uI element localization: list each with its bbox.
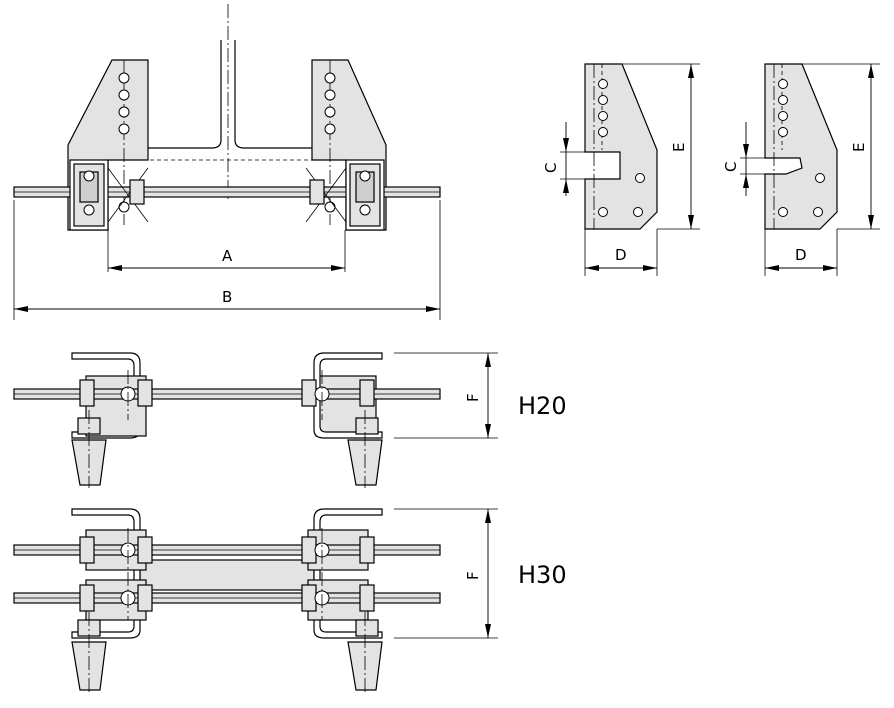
h30-side-view: F H30 (13, 508, 567, 694)
h20-side-view: F H20 (13, 352, 567, 488)
dim-b-label: B (222, 288, 232, 306)
variant-h30-label: H30 (518, 561, 567, 589)
top-view: A B (13, 4, 441, 320)
dim-c-notch-label: C (542, 163, 560, 173)
dim-c-hook-label: C (722, 162, 740, 172)
dim-f-h20-label: F (464, 393, 482, 402)
dim-a-label: A (222, 247, 233, 265)
hook-plate-detail: E C D (722, 63, 880, 276)
variant-h20-label: H20 (518, 392, 567, 420)
dim-e-notch-label: E (670, 143, 688, 152)
dim-e-hook-label: E (850, 143, 868, 152)
dim-d-hook-label: D (795, 246, 807, 264)
notch-plate-detail: E C D (542, 63, 700, 276)
dim-d-notch-label: D (615, 246, 627, 264)
dim-f-h30-label: F (464, 571, 482, 580)
